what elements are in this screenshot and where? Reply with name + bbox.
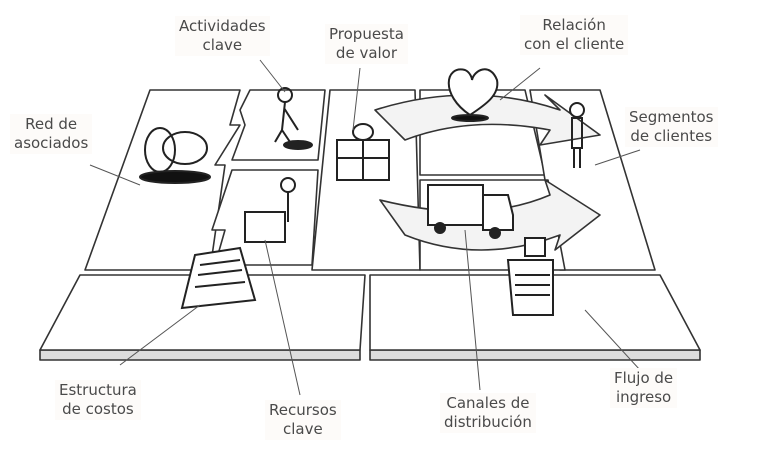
label-line: Segmentos (629, 108, 714, 126)
boxes-icon (244, 177, 296, 243)
cash-register-icon (506, 237, 554, 316)
arrow-relacion (374, 94, 601, 146)
label-line: de clientes (630, 127, 713, 145)
label-line: Canales de (446, 394, 530, 412)
label-line: Propuesta (329, 25, 404, 43)
label-line: ingreso (615, 388, 672, 406)
board-edge-right (369, 349, 701, 361)
heart-icon (447, 68, 499, 122)
block-actividades (231, 89, 326, 161)
label-line: Estructura (59, 381, 137, 399)
label-line: asociados (14, 134, 89, 152)
document-icon (180, 246, 257, 310)
label-line: distribución (444, 413, 532, 431)
label-line: Actividades (179, 17, 266, 35)
leader-lines (89, 59, 641, 396)
gift-icon (336, 123, 390, 181)
label-line: clave (283, 420, 323, 438)
label-line: con el cliente (524, 35, 625, 53)
label-line: de costos (62, 400, 134, 418)
label-line: Red de (25, 115, 78, 133)
label-line: clave (202, 36, 243, 54)
label-line: Relación (542, 16, 606, 34)
block-costos (39, 274, 366, 351)
truck-icon (427, 184, 514, 239)
board-edge-left (39, 349, 361, 361)
label-line: Recursos (269, 401, 337, 419)
person-icon (569, 102, 585, 168)
label-line: Flujo de (614, 369, 674, 387)
worker-icon (274, 87, 313, 150)
label-line: de valor (335, 44, 398, 62)
rings-icon (139, 127, 211, 184)
